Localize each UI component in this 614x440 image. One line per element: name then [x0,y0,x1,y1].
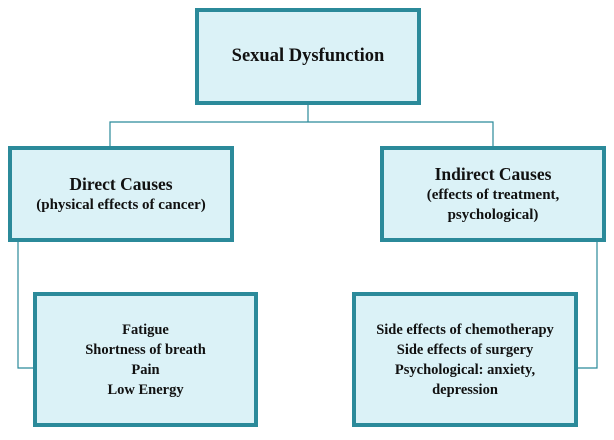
direct-cause-item: Fatigue [122,321,169,338]
indirect-causes-subtitle-line-2: psychological) [447,207,539,223]
indirect-cause-item: Psychological: anxiety, [394,361,536,378]
direct-to-leaf-connector [17,242,33,369]
root-node: Sexual Dysfunction [195,8,421,105]
root-to-branches-connector [109,105,494,146]
direct-cause-item: Shortness of breath [85,341,206,358]
indirect-cause-item: Side effects of chemotherapy [376,321,554,338]
indirect-cause-item: depression [432,381,498,398]
direct-causes-node: Direct Causes (physical effects of cance… [8,146,234,242]
indirect-causes-subtitle-line-1: (effects of treatment, [426,187,560,203]
indirect-to-leaf-connector [578,242,598,369]
direct-causes-title: Direct Causes [69,174,173,194]
indirect-causes-title: Indirect Causes [434,164,552,184]
root-node-label: Sexual Dysfunction [231,46,385,66]
direct-cause-item: Low Energy [107,381,184,398]
direct-cause-item: Pain [131,361,160,378]
indirect-causes-list: Side effects of chemotherapy Side effect… [352,292,578,427]
indirect-causes-node: Indirect Causes (effects of treatment, p… [380,146,606,242]
indirect-cause-item: Side effects of surgery [396,341,534,358]
direct-causes-subtitle: (physical effects of cancer) [36,197,206,213]
direct-causes-list: Fatigue Shortness of breath Pain Low Ene… [33,292,258,427]
